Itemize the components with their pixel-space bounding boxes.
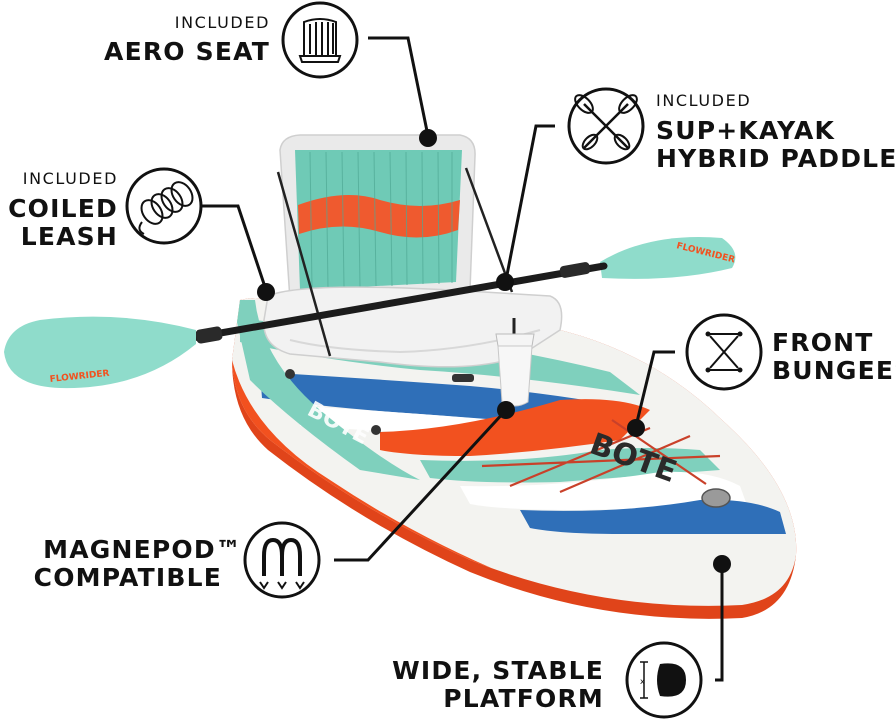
bungees-title-line2: BUNGEES (772, 356, 896, 385)
bungees-title-line1: FRONT (772, 328, 874, 357)
platform-title-line2: PLATFORM (443, 684, 604, 713)
leash-title-line1: COILED (8, 194, 118, 223)
seat-icon (281, 1, 359, 79)
bungee-icon (685, 313, 763, 391)
paddle-title-line2: HYBRID PADDLE (656, 144, 896, 173)
aero-seat (263, 134, 563, 368)
coiled-leash-icon (125, 167, 203, 245)
magnet-icon (243, 521, 321, 599)
callout-leader-lines (196, 36, 724, 682)
paddle-icon (567, 87, 645, 165)
paddle-included: INCLUDED (656, 91, 752, 110)
tumbler-cup (495, 318, 535, 407)
aero-seat-title: AERO SEAT (104, 37, 270, 66)
paddle-title-line1: SUP+KAYAK (656, 116, 836, 145)
magnepod-title-line1: MAGNEPOD™ (43, 535, 242, 564)
aero-seat-included: INCLUDED (174, 13, 270, 32)
callout-dots (257, 129, 731, 573)
svg-text:x: x (640, 677, 645, 686)
leash-title-line2: LEASH (20, 222, 118, 251)
paddle-blade-right: FLOWRIDER (600, 237, 736, 279)
paddle: FLOWRIDER (4, 262, 608, 389)
magnepod-title-line2: COMPATIBLE (33, 563, 222, 592)
width-icon: x (625, 641, 703, 719)
platform-title-line1: WIDE, STABLE (392, 656, 604, 685)
leash-included: INCLUDED (22, 169, 118, 188)
